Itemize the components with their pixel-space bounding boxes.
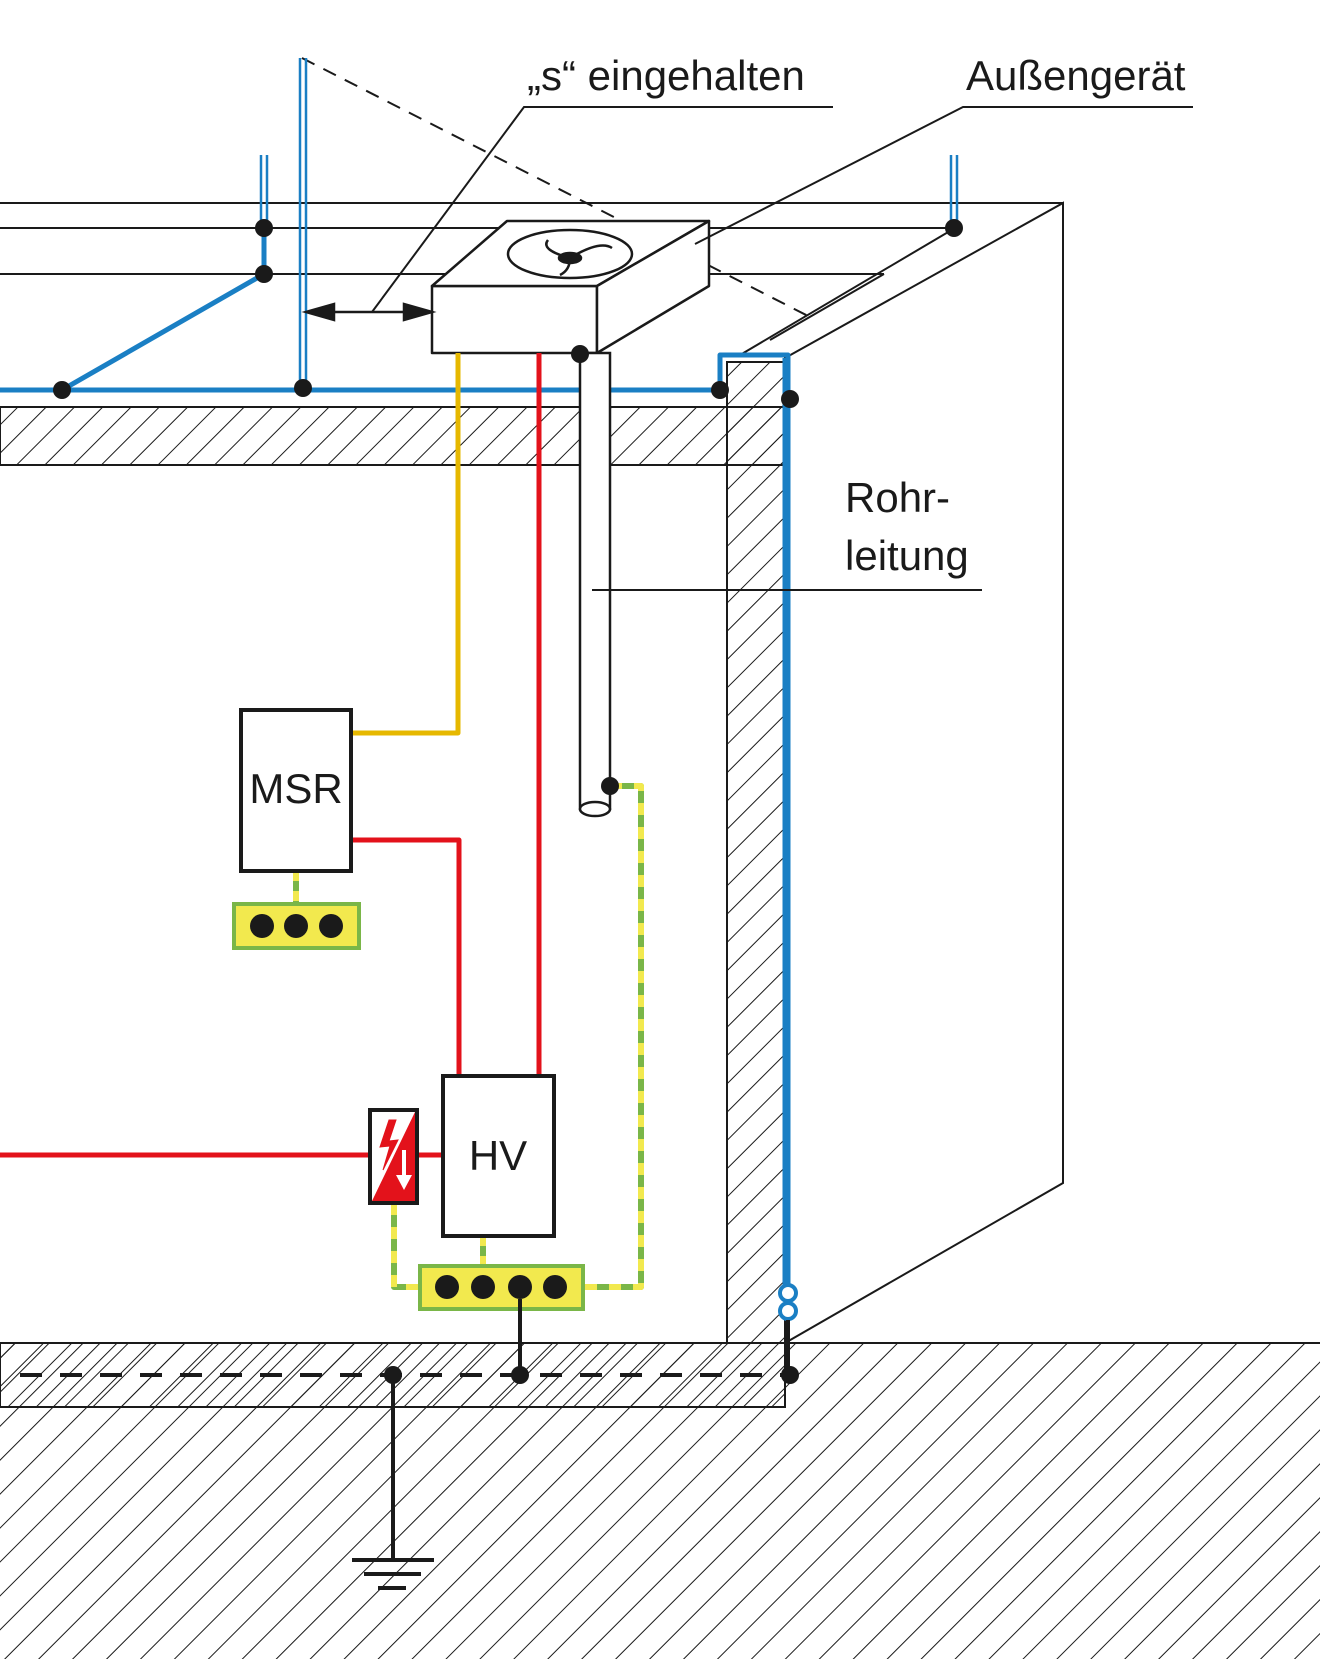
outdoor-unit-label: Außengerät bbox=[966, 52, 1186, 99]
building-side-face bbox=[784, 201, 1064, 1345]
test-joint bbox=[778, 1283, 798, 1321]
interior-room bbox=[0, 464, 728, 1344]
hv-box: HV bbox=[441, 1074, 556, 1238]
earthing-connections bbox=[391, 1299, 522, 1560]
separation-distance-label: „s“ eingehalten bbox=[527, 52, 805, 99]
refrigerant-pipe bbox=[578, 351, 612, 818]
roof-slab bbox=[0, 406, 786, 466]
msr-bonding-bar bbox=[232, 902, 361, 950]
pipe-label-line1: Rohr- bbox=[845, 474, 950, 521]
msr-label: MSR bbox=[249, 765, 342, 812]
air-terminals bbox=[259, 58, 959, 388]
surge-protective-device bbox=[368, 1108, 419, 1205]
equipotential-conductors bbox=[293, 783, 644, 1290]
pipe-label-line2: leitung bbox=[845, 532, 969, 579]
separation-distance-arrow bbox=[301, 302, 437, 322]
main-bonding-bar bbox=[418, 1264, 585, 1311]
msr-box: MSR bbox=[239, 708, 353, 873]
hv-label: HV bbox=[469, 1132, 527, 1179]
outdoor-unit bbox=[430, 219, 711, 355]
control-cable bbox=[350, 353, 461, 736]
text-labels: „s“ eingehalten Außengerät Rohr- leitung bbox=[527, 52, 1186, 579]
earth-symbol bbox=[352, 1558, 434, 1590]
roof-edges bbox=[0, 202, 1063, 356]
right-wall bbox=[726, 361, 786, 1344]
leader-lines bbox=[371, 106, 1193, 591]
power-cables bbox=[0, 353, 542, 1158]
connection-dots bbox=[53, 219, 963, 1384]
